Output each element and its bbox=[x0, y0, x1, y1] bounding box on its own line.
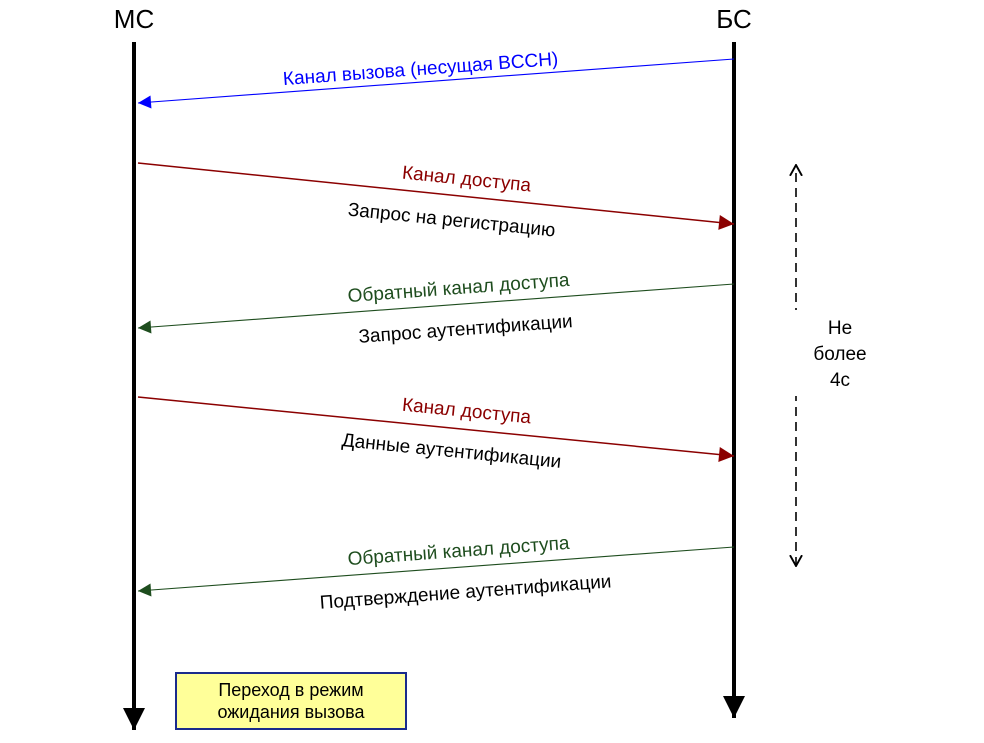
timing-label-line-3: 4с bbox=[830, 370, 850, 391]
message-3-channel: Обратный канал доступа bbox=[347, 270, 571, 307]
message-5-content: Подтверждение аутентификации bbox=[319, 571, 612, 613]
message-5-channel: Обратный канал доступа bbox=[347, 533, 571, 570]
message-4-channel: Канал доступа bbox=[401, 395, 532, 429]
message-3-content: Запрос аутентификации bbox=[358, 311, 574, 348]
ms-lifeline-label: МС bbox=[114, 4, 154, 34]
message-4-content: Данные аутентификации bbox=[341, 430, 562, 473]
timing-label-line-2: более bbox=[813, 344, 866, 365]
bs-lifeline-label: БС bbox=[716, 4, 752, 34]
idle-mode-note: Переход в режим ожидания вызова bbox=[175, 672, 407, 730]
message-arrow-3 bbox=[137, 283, 735, 334]
message-arrow-1 bbox=[137, 58, 735, 109]
message-arrow-2 bbox=[137, 162, 735, 230]
message-arrow-5 bbox=[137, 546, 735, 597]
timing-label-bg bbox=[778, 310, 868, 396]
message-arrow-4 bbox=[137, 396, 735, 462]
message-1-channel: Канал вызова (несущая BCCH) bbox=[282, 49, 559, 90]
message-2-content: Запрос на регистрацию bbox=[347, 200, 556, 242]
timing-interval: Не более 4с bbox=[778, 165, 868, 566]
timing-label-line-1: Не bbox=[828, 318, 852, 339]
